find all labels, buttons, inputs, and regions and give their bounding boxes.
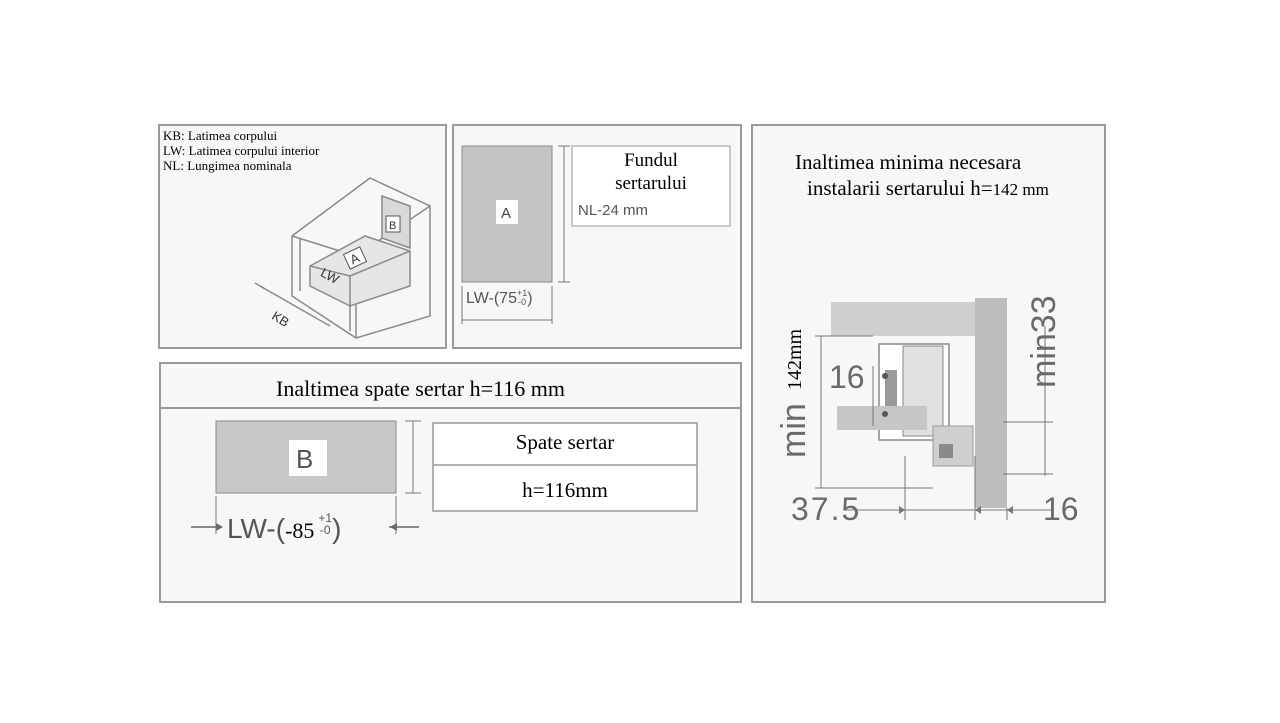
legend-lw: LW: Latimea corpului interior — [163, 143, 320, 158]
install-dim-142: 142mm — [784, 328, 806, 390]
bottom-lw-dimension: LW-(75+1-0) — [466, 289, 533, 308]
bottom-nl-dimension: NL-24 mm — [578, 202, 649, 219]
install-dim-37-5: 37.5 — [791, 491, 861, 527]
back-table-title: Spate sertar — [515, 430, 615, 454]
back-header-divider — [161, 407, 740, 409]
bottom-lw-tol-minus: -0 — [518, 297, 527, 307]
back-lw-value: -85 — [285, 518, 315, 543]
back-lw-prefix: LW-( — [227, 513, 286, 544]
bottom-lw-tol-plus: +1 — [516, 288, 528, 298]
back-lw-tol-plus: +1 — [318, 511, 333, 525]
drawer-bottom-panel: A Fundul sertarului NL-24 mm LW-(75+1-0) — [452, 124, 742, 349]
cabinet-panel: KB: Latimea corpului LW: Latimea corpulu… — [158, 124, 447, 349]
install-illustration: min min33 16 37.5 16 — [775, 295, 1079, 527]
drawer-back-illustration: B — [191, 420, 698, 534]
bottom-lw-prefix: LW-(75 — [466, 290, 517, 307]
cabinet-illustration: A B LW KB — [254, 177, 431, 339]
install-title-prefix: instalarii sertarului h= — [807, 176, 993, 200]
install-dim-min33: min33 — [1025, 295, 1063, 388]
back-header-title: Inaltimea spate sertar h=116 mm — [276, 376, 565, 401]
install-title-line2: instalarii sertarului h=142 mm — [807, 176, 1049, 201]
install-title-line1: Inaltimea minima necesara — [795, 150, 1022, 174]
install-dim-16-top: 16 — [829, 359, 865, 395]
install-panel: Inaltimea minima necesara instalarii ser… — [751, 124, 1106, 603]
back-lw-dimension: LW-(-85+1-0) — [227, 512, 341, 545]
cabinet-label-kb: KB — [269, 308, 292, 330]
install-title-value: 142 mm — [992, 180, 1049, 199]
bottom-label-a: A — [501, 205, 511, 222]
install-dim-16-bottom: 16 — [1043, 491, 1079, 527]
legend-kb: KB: Latimea corpului — [163, 128, 278, 143]
back-table-value: h=116mm — [522, 478, 608, 502]
back-lw-suffix: ) — [332, 513, 342, 544]
bottom-lw-suffix: ) — [527, 290, 533, 307]
bottom-title-line2: sertarului — [615, 173, 687, 194]
install-dim-min: min — [775, 403, 813, 458]
drawer-bottom-illustration: A — [461, 145, 731, 324]
cabinet-label-b: B — [389, 220, 396, 232]
drawer-back-panel: Inaltimea spate sertar h=116 mm B LW-(-8… — [159, 362, 742, 603]
back-lw-tol-minus: -0 — [319, 523, 331, 537]
back-label-b: B — [296, 444, 313, 474]
bottom-title-line1: Fundul — [624, 150, 678, 171]
legend-nl: NL: Lungimea nominala — [163, 158, 292, 173]
